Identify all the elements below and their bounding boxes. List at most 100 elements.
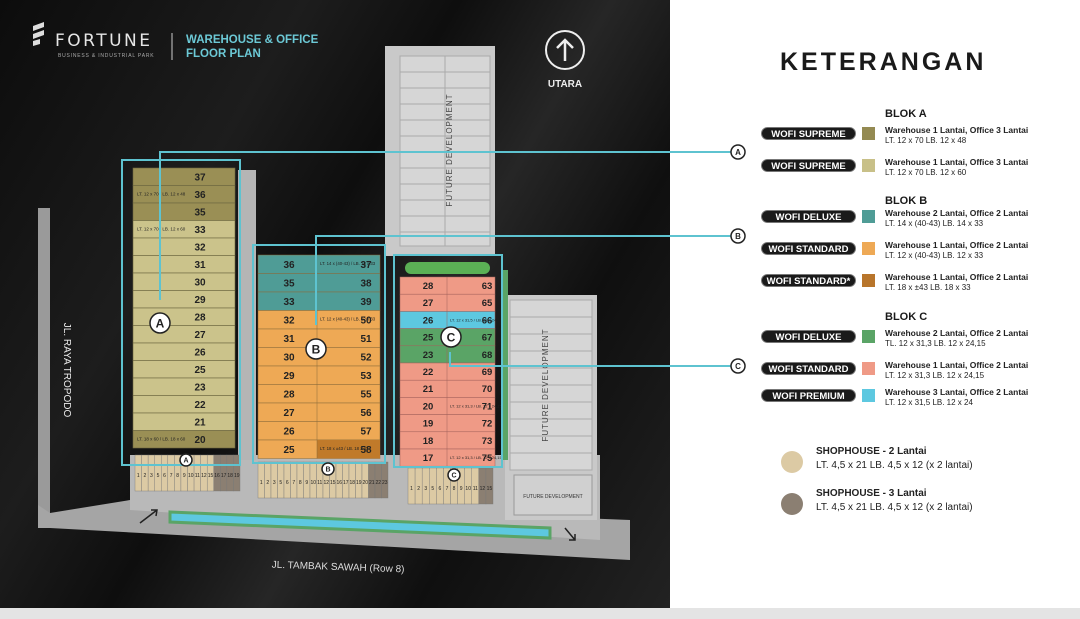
shophouse-unit[interactable]: 6 <box>436 467 444 505</box>
shophouse-unit[interactable]: 3 <box>270 461 278 499</box>
shophouse-unit[interactable]: 2 <box>141 454 149 492</box>
shophouse-unit[interactable]: 10 <box>464 467 472 505</box>
shophouse-unit[interactable]: 5 <box>277 461 285 499</box>
shophouse-number: 6 <box>286 480 289 486</box>
shophouse-unit[interactable]: 23 <box>381 461 389 499</box>
shophouse-unit[interactable]: 5 <box>154 454 162 492</box>
block-marker-b[interactable]: B <box>730 228 746 244</box>
shophouse-unit[interactable]: 15 <box>485 467 494 505</box>
unit-number: 33 <box>194 225 206 236</box>
shophouse-unit[interactable]: 6 <box>283 461 291 499</box>
unit-a-27[interactable]: 27 <box>132 325 236 344</box>
shophouse-number: 1 <box>260 480 263 486</box>
shophouse-unit[interactable]: 15 <box>206 454 214 492</box>
unit-number: 28 <box>283 390 295 401</box>
block-marker-c[interactable]: C <box>440 326 462 348</box>
shophouse-unit[interactable]: 18 <box>226 454 234 492</box>
legend-size: LT. 18 x ±43 LB. 18 x 33 <box>885 283 971 292</box>
shophouse-number: 3 <box>150 473 153 479</box>
unit-a-35[interactable]: 35 <box>132 202 236 221</box>
unit-number: 71 <box>482 401 493 412</box>
unit-a-30[interactable]: 30 <box>132 272 236 291</box>
unit-a-22[interactable]: 22 <box>132 395 236 414</box>
shophouse-unit[interactable]: 7 <box>290 461 298 499</box>
unit-number: 39 <box>360 297 372 308</box>
shophouse-unit[interactable]: 19 <box>233 454 241 492</box>
west-road <box>38 208 50 513</box>
shophouse-number: 11 <box>195 473 200 479</box>
unit-a-28[interactable]: 28 <box>132 307 236 326</box>
block-marker-c[interactable]: C <box>730 358 746 374</box>
shophouse-unit[interactable]: 7 <box>167 454 175 492</box>
shophouse-unit[interactable]: 1 <box>134 454 142 492</box>
shophouse-unit[interactable]: 16 <box>335 461 343 499</box>
unit-a-20[interactable]: 20 <box>132 430 236 449</box>
block-marker-c[interactable]: C <box>447 468 461 482</box>
shophouse-unit[interactable]: 3 <box>421 467 430 505</box>
unit-number: 31 <box>194 260 206 271</box>
fortune-logo: FORTUNE BUSINESS & INDUSTRIAL PARK <box>33 22 154 59</box>
shophouse-unit[interactable]: 21 <box>368 461 376 499</box>
unit-a-31[interactable]: 31 <box>132 255 236 274</box>
unit-number: 26 <box>423 315 434 326</box>
shophouse-unit[interactable]: 11 <box>471 467 480 505</box>
unit-a-32[interactable]: 32 <box>132 237 236 256</box>
shophouse-unit[interactable]: 17 <box>220 454 228 492</box>
unit-a-37[interactable]: 37 <box>132 167 236 186</box>
shophouse-unit[interactable]: 12 <box>200 454 208 492</box>
shophouse-unit[interactable]: 1 <box>407 467 416 505</box>
block-marker-b[interactable]: B <box>305 338 327 360</box>
shophouse-unit[interactable]: 2 <box>414 467 423 505</box>
shophouse-unit[interactable]: 11 <box>193 454 201 492</box>
shophouse-unit[interactable]: 19 <box>355 461 363 499</box>
shophouse-unit[interactable]: 22 <box>374 461 382 499</box>
shophouse-unit[interactable]: 8 <box>296 461 304 499</box>
unit-a-23[interactable]: 23 <box>132 377 236 396</box>
shophouse-unit[interactable]: 10 <box>309 461 317 499</box>
shophouse-number: 10 <box>310 480 316 486</box>
shophouse-unit[interactable]: 20 <box>361 461 369 499</box>
shophouse-unit[interactable]: 1 <box>257 461 265 499</box>
unit-a-25[interactable]: 25 <box>132 360 236 379</box>
west-road-label: JL. RAYA TROPODO <box>61 323 72 418</box>
future-development-east: FUTURE DEVELOPMENT FUTURE DEVELOPMENT <box>505 295 597 520</box>
shophouse-unit[interactable]: 9 <box>303 461 311 499</box>
shophouse-unit[interactable]: 18 <box>348 461 356 499</box>
unit-a-21[interactable]: 21 <box>132 412 236 431</box>
shophouse-unit[interactable]: 17 <box>342 461 350 499</box>
unit-number: 22 <box>423 367 434 378</box>
shophouse-unit[interactable]: 2 <box>264 461 272 499</box>
unit-number: 68 <box>482 350 493 361</box>
unit-a-26[interactable]: 26 <box>132 342 236 361</box>
block-marker-b[interactable]: B <box>321 462 335 476</box>
shophouse-unit[interactable]: 16 <box>213 454 221 492</box>
shophouse-unit[interactable]: 6 <box>161 454 169 492</box>
shophouse-unit[interactable]: 5 <box>429 467 437 505</box>
block-marker-a[interactable]: A <box>149 312 171 334</box>
shophouse-number: 15 <box>208 473 214 479</box>
legend-blok-c: BLOK C <box>885 311 928 323</box>
shophouse-unit[interactable]: 12 <box>478 467 487 505</box>
shophouse-number: 18 <box>227 473 233 479</box>
block-marker-a[interactable]: A <box>179 453 193 467</box>
unit-a-29[interactable]: 29 <box>132 290 236 309</box>
shophouse-unit[interactable]: 3 <box>147 454 155 492</box>
block-marker-a[interactable]: A <box>730 144 746 160</box>
legend-pill: WOFI STANDARD <box>761 242 856 255</box>
